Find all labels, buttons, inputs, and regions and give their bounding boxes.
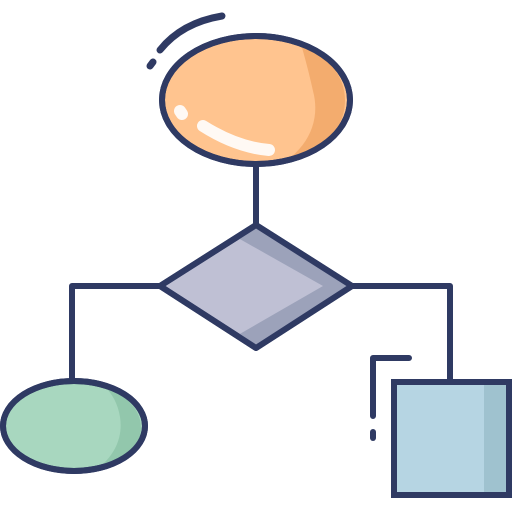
- right-process-back-corner: [370, 355, 412, 419]
- motion-arc-dot: [146, 58, 157, 70]
- start-shadow: [286, 44, 345, 161]
- left-end-node: [0, 378, 148, 474]
- right-process-node: [370, 355, 512, 498]
- right-process-shadow: [484, 384, 506, 493]
- start-highlight-dot: [174, 105, 188, 120]
- start-highlight-long: [197, 120, 275, 156]
- start-node: [159, 33, 353, 167]
- decision-outline: [157, 222, 355, 351]
- right-process-outline: [391, 379, 512, 498]
- motion-arc-long: [156, 12, 226, 54]
- start-outline: [159, 33, 353, 167]
- connector-decision-to-left-end: [69, 283, 163, 388]
- decision-node: [157, 222, 355, 351]
- left-end-shadow: [96, 386, 141, 470]
- left-end-outline: [0, 378, 148, 474]
- connector-decision-to-right-process: [349, 283, 453, 385]
- decision-shadow: [238, 225, 352, 348]
